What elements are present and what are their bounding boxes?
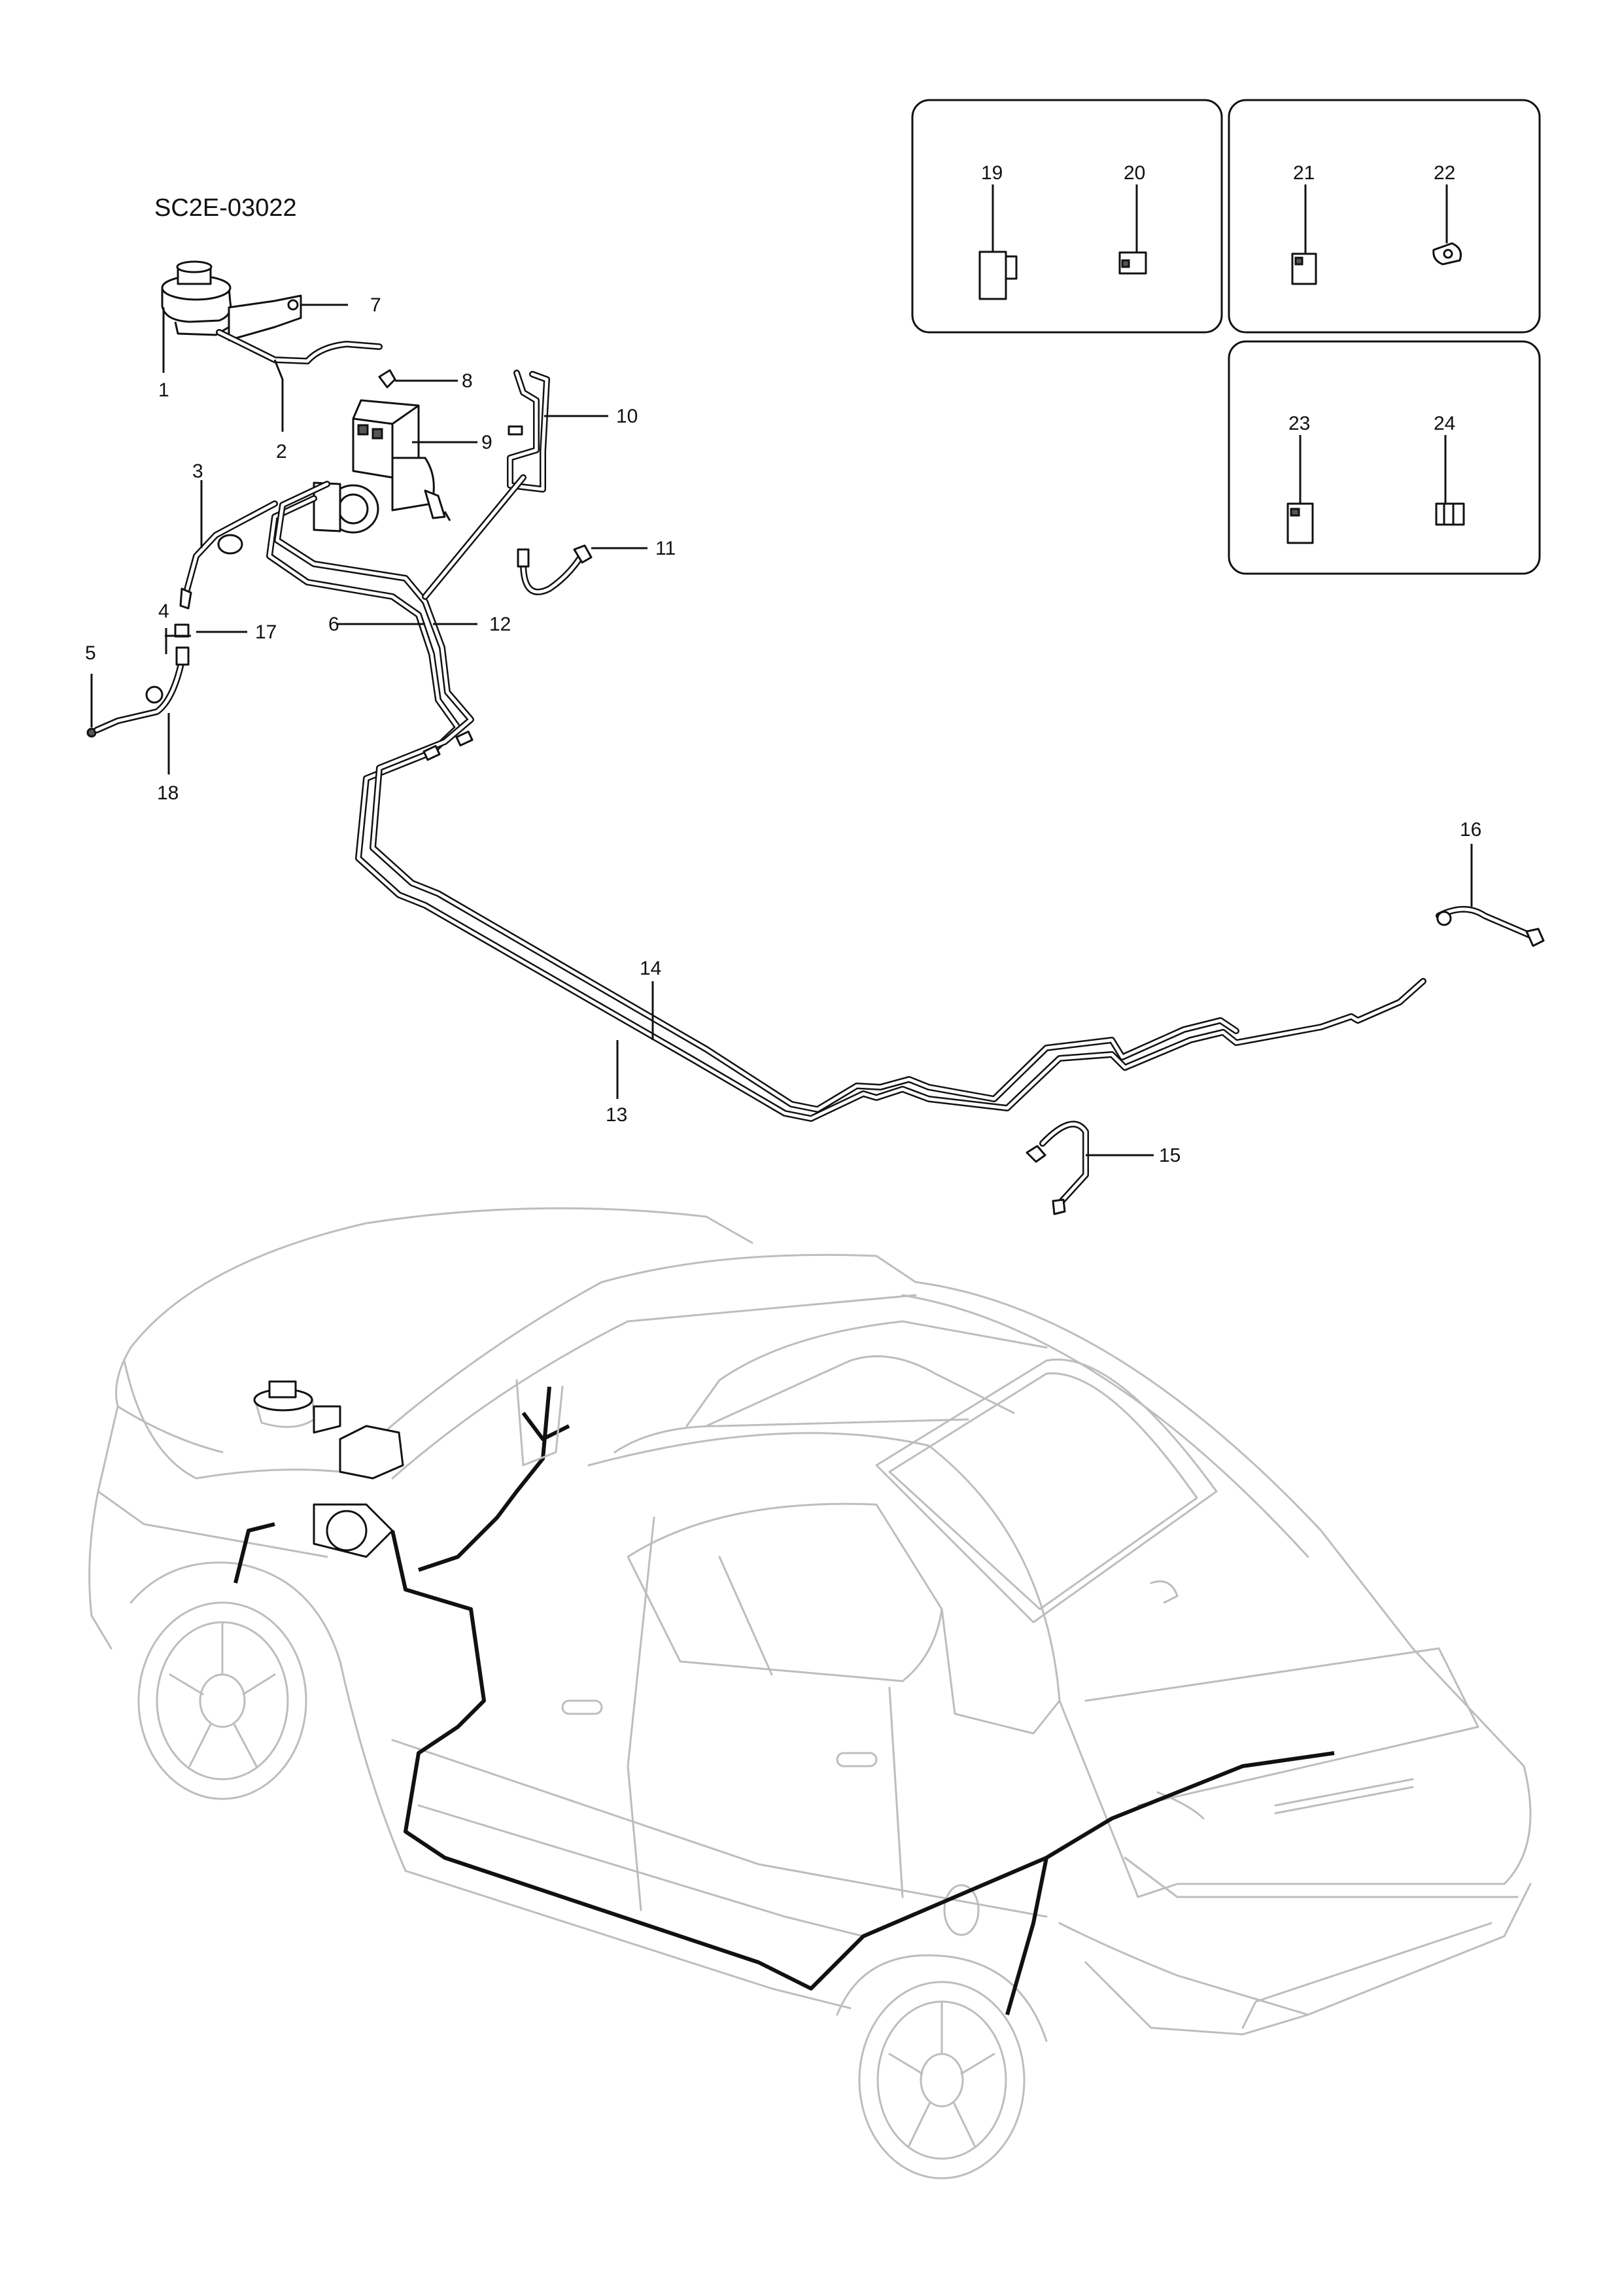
callout-6: 6: [328, 614, 339, 635]
part-1-brake-fluid-reservoir: [161, 260, 232, 373]
vehicle-outline: [88, 1207, 1532, 2180]
part-15-brake-hose: [1026, 1121, 1154, 1215]
part-10-brake-line: [507, 370, 608, 493]
callout-14: 14: [640, 958, 661, 979]
callout-17: 17: [255, 621, 277, 643]
inset-panel-21-22: 21 22: [1228, 99, 1541, 334]
part-11-brake-hose: [517, 544, 647, 595]
callout-16: 16: [1460, 819, 1481, 841]
part-22-bracket: [1432, 184, 1462, 266]
callout-1: 1: [158, 379, 169, 401]
callout-24: 24: [1434, 413, 1455, 434]
callout-22: 22: [1434, 162, 1455, 184]
part-24-connector: [1435, 435, 1465, 526]
callout-19: 19: [981, 162, 1003, 184]
vehicle-brake-system: [233, 1379, 1335, 2015]
part-19-connector: [978, 184, 1018, 300]
inset-panel-19-20: 19 20: [911, 99, 1223, 334]
part-17-clip: [165, 623, 247, 654]
callout-4: 4: [158, 600, 169, 622]
part-8-fitting: [378, 369, 458, 389]
part-18-brake-hose: [94, 646, 190, 774]
main-brake-lines: [266, 474, 1426, 1122]
part-7-bracket: [228, 294, 348, 341]
callout-18: 18: [157, 782, 179, 804]
part-20-connector: [1118, 184, 1147, 275]
part-21-connector: [1291, 184, 1317, 285]
callout-5: 5: [85, 642, 96, 664]
part-5-bolt: [86, 674, 97, 738]
callout-3: 3: [192, 461, 203, 482]
callout-11: 11: [655, 538, 676, 559]
callout-2: 2: [276, 441, 287, 462]
callout-12: 12: [489, 614, 511, 635]
part-23-connector: [1286, 435, 1314, 544]
callout-23: 23: [1288, 413, 1310, 434]
part-16-brake-hose: [1436, 844, 1545, 947]
callout-20: 20: [1124, 162, 1145, 184]
callout-9: 9: [481, 432, 492, 453]
callout-7: 7: [370, 294, 381, 316]
part-9-abs-unit: [313, 399, 477, 534]
part-2-hose: [216, 329, 383, 432]
inset-panel-23-24: 23 24: [1228, 340, 1541, 575]
callout-8: 8: [462, 370, 473, 392]
callout-10: 10: [616, 406, 638, 427]
callout-15: 15: [1159, 1145, 1181, 1166]
callout-21: 21: [1293, 162, 1315, 184]
part-3-brake-line: [179, 480, 278, 610]
callout-13: 13: [606, 1104, 627, 1126]
diagram-code: SC2E-03022: [154, 194, 297, 222]
